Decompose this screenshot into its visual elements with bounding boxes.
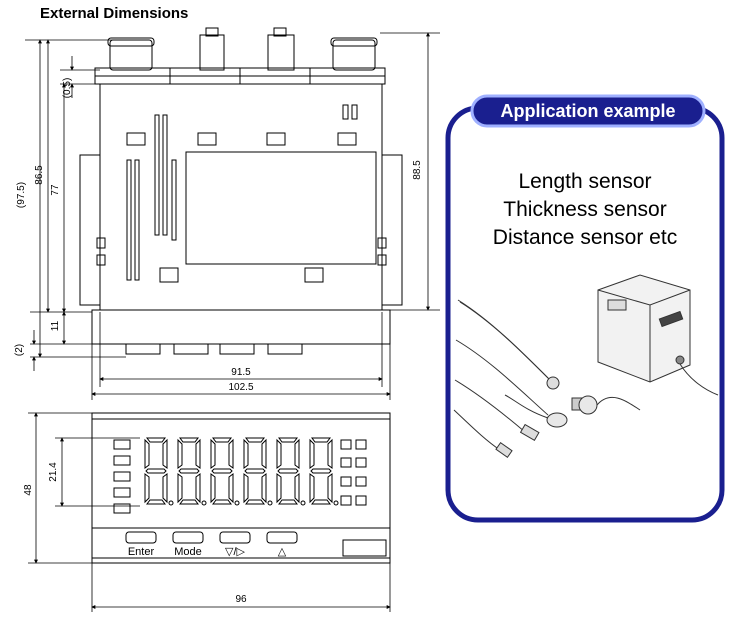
- dim-102-5: 102.5: [228, 382, 253, 393]
- dim-86-5: 86.5: [34, 165, 45, 185]
- dim-overall-depth: (97.5): [16, 182, 27, 208]
- digit-1: [144, 437, 174, 506]
- dim-2: (2): [14, 344, 25, 356]
- dim-11: 11: [50, 320, 61, 331]
- application-title: Application example: [500, 101, 675, 121]
- seven-segment-display: [144, 437, 339, 506]
- digit-2: [177, 437, 207, 506]
- down-right-label: ▽/▷: [225, 546, 246, 558]
- front-bezel: [91, 309, 391, 345]
- app-line-2: Thickness sensor: [503, 198, 666, 221]
- app-line-3: Distance sensor etc: [493, 226, 677, 249]
- housing-body: [99, 83, 383, 311]
- front-dimension-lines: [28, 412, 391, 612]
- sensor-probes-illustration: [453, 299, 641, 458]
- top-dimension-labels: (97.5) 86.5 77 (0.5) 88.5 11 (2) 91.5 10…: [14, 78, 423, 393]
- digit-3: [210, 437, 240, 506]
- digit-5: [276, 437, 306, 506]
- front-dimension-labels: 48 21.4 96: [23, 462, 247, 605]
- front-view-drawing: [91, 412, 391, 564]
- mode-button[interactable]: [172, 531, 204, 544]
- up-label: △: [278, 546, 287, 558]
- dim-0-5: (0.5): [62, 78, 73, 99]
- mode-label: Mode: [174, 546, 202, 558]
- right-clip: [381, 154, 403, 306]
- left-clip: [79, 154, 101, 306]
- sensor-amplifier-illustration: [597, 274, 719, 396]
- dim-48: 48: [23, 484, 34, 496]
- down-right-button[interactable]: [219, 531, 251, 544]
- top-dimension-lines: [25, 32, 440, 400]
- front-panel: [91, 412, 391, 564]
- dim-96: 96: [235, 594, 247, 605]
- top-view-drawing: [79, 27, 403, 355]
- enter-label: Enter: [128, 546, 155, 558]
- digit-4: [243, 437, 273, 506]
- top-window: [185, 151, 377, 265]
- page-title: External Dimensions: [40, 5, 189, 22]
- app-line-1: Length sensor: [518, 170, 651, 193]
- front-buttons: Enter Mode ▽/▷ △: [125, 531, 387, 558]
- up-button[interactable]: [266, 531, 298, 544]
- label-window: [342, 539, 387, 557]
- dim-77: 77: [50, 184, 61, 196]
- top-connectors: [107, 27, 378, 71]
- dim-right-height: 88.5: [412, 160, 423, 180]
- digit-6: [309, 437, 339, 506]
- dim-91-5: 91.5: [231, 367, 251, 378]
- dim-21-4: 21.4: [48, 462, 59, 482]
- application-title-pill: [470, 94, 706, 128]
- application-panel: Application example Length sensor Thickn…: [445, 94, 725, 523]
- enter-button[interactable]: [125, 531, 157, 544]
